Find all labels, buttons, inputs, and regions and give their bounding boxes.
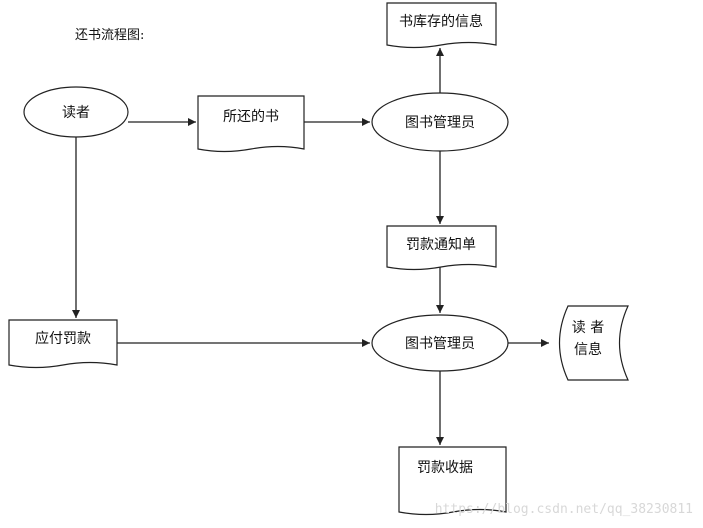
node-returned-book: 所还的书	[197, 95, 305, 153]
node-admin-top-label: 图书管理员	[405, 115, 475, 131]
node-returned-book-label: 所还的书	[223, 109, 279, 125]
node-reader-info: 读 者 信息	[559, 305, 629, 381]
node-fine-payable: 应付罚款	[8, 319, 118, 369]
node-reader-info-label-line2: 信息	[574, 341, 602, 358]
node-fine-receipt: 罚款收据	[398, 446, 507, 516]
node-admin-top: 图书管理员	[371, 92, 509, 152]
node-reader-info-label-line1: 读 者	[572, 319, 604, 336]
node-inventory-info-label: 书库存的信息	[399, 13, 483, 30]
node-fine-receipt-label: 罚款收据	[417, 460, 473, 476]
node-inventory-info: 书库存的信息	[386, 2, 497, 49]
node-admin-bottom: 图书管理员	[371, 314, 509, 372]
watermark-text: https://blog.csdn.net/qq_38230811	[435, 502, 693, 517]
node-fine-notice-label: 罚款通知单	[406, 236, 476, 253]
node-reader-label: 读者	[62, 104, 90, 121]
node-fine-notice: 罚款通知单	[386, 225, 497, 271]
node-fine-payable-label: 应付罚款	[35, 330, 91, 347]
node-reader: 读者	[23, 86, 129, 138]
node-admin-bottom-label: 图书管理员	[405, 336, 475, 352]
diagram-title: 还书流程图:	[75, 28, 144, 43]
